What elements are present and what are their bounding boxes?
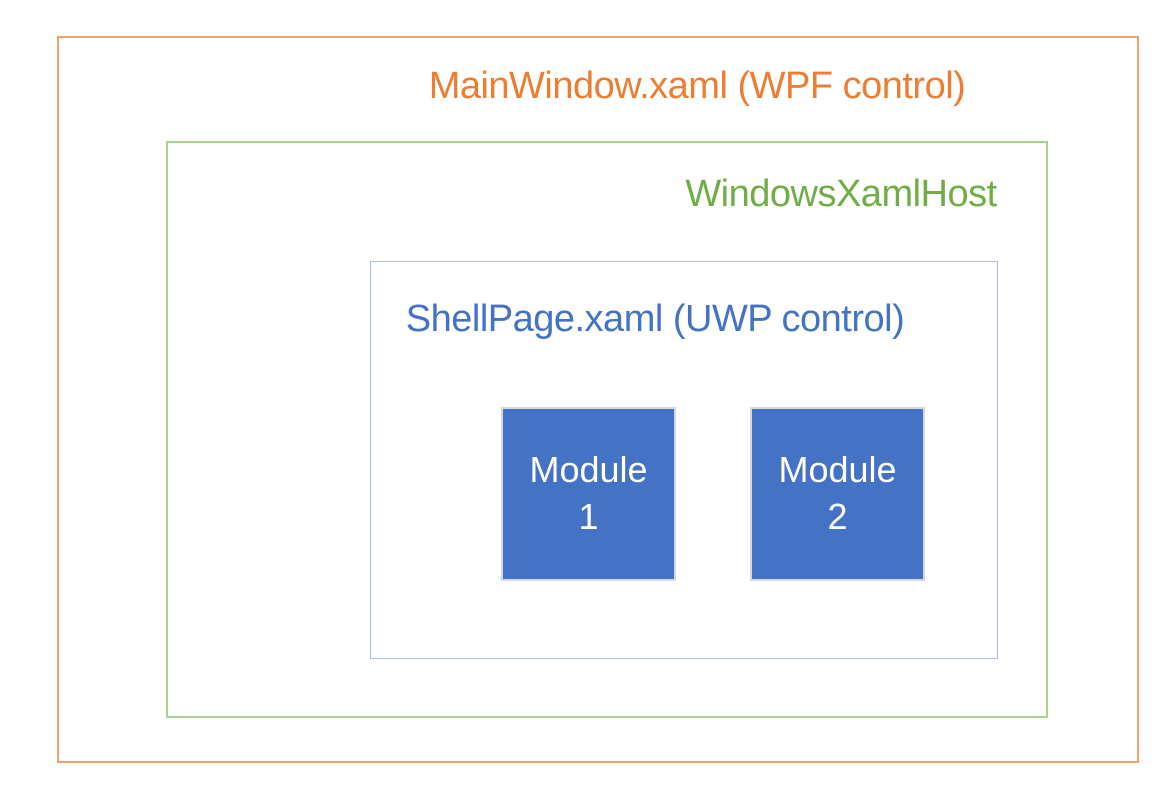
module-2-number: 2 <box>827 496 848 537</box>
wpf-window-label: MainWindow.xaml (WPF control) <box>428 65 966 107</box>
module-1-name: Module <box>529 449 648 491</box>
windows-xaml-host-box <box>166 141 1048 718</box>
shell-page-box <box>370 261 998 659</box>
module-1-box: Module 1 <box>501 407 676 581</box>
module-1-number: 1 <box>578 496 599 537</box>
wpf-window-box <box>57 36 1139 763</box>
shell-page-label: ShellPage.xaml (UWP control) <box>405 298 905 340</box>
windows-xaml-host-label: WindowsXamlHost <box>685 173 997 215</box>
module-2-box: Module 2 <box>750 407 925 581</box>
module-2-name: Module <box>778 449 897 491</box>
